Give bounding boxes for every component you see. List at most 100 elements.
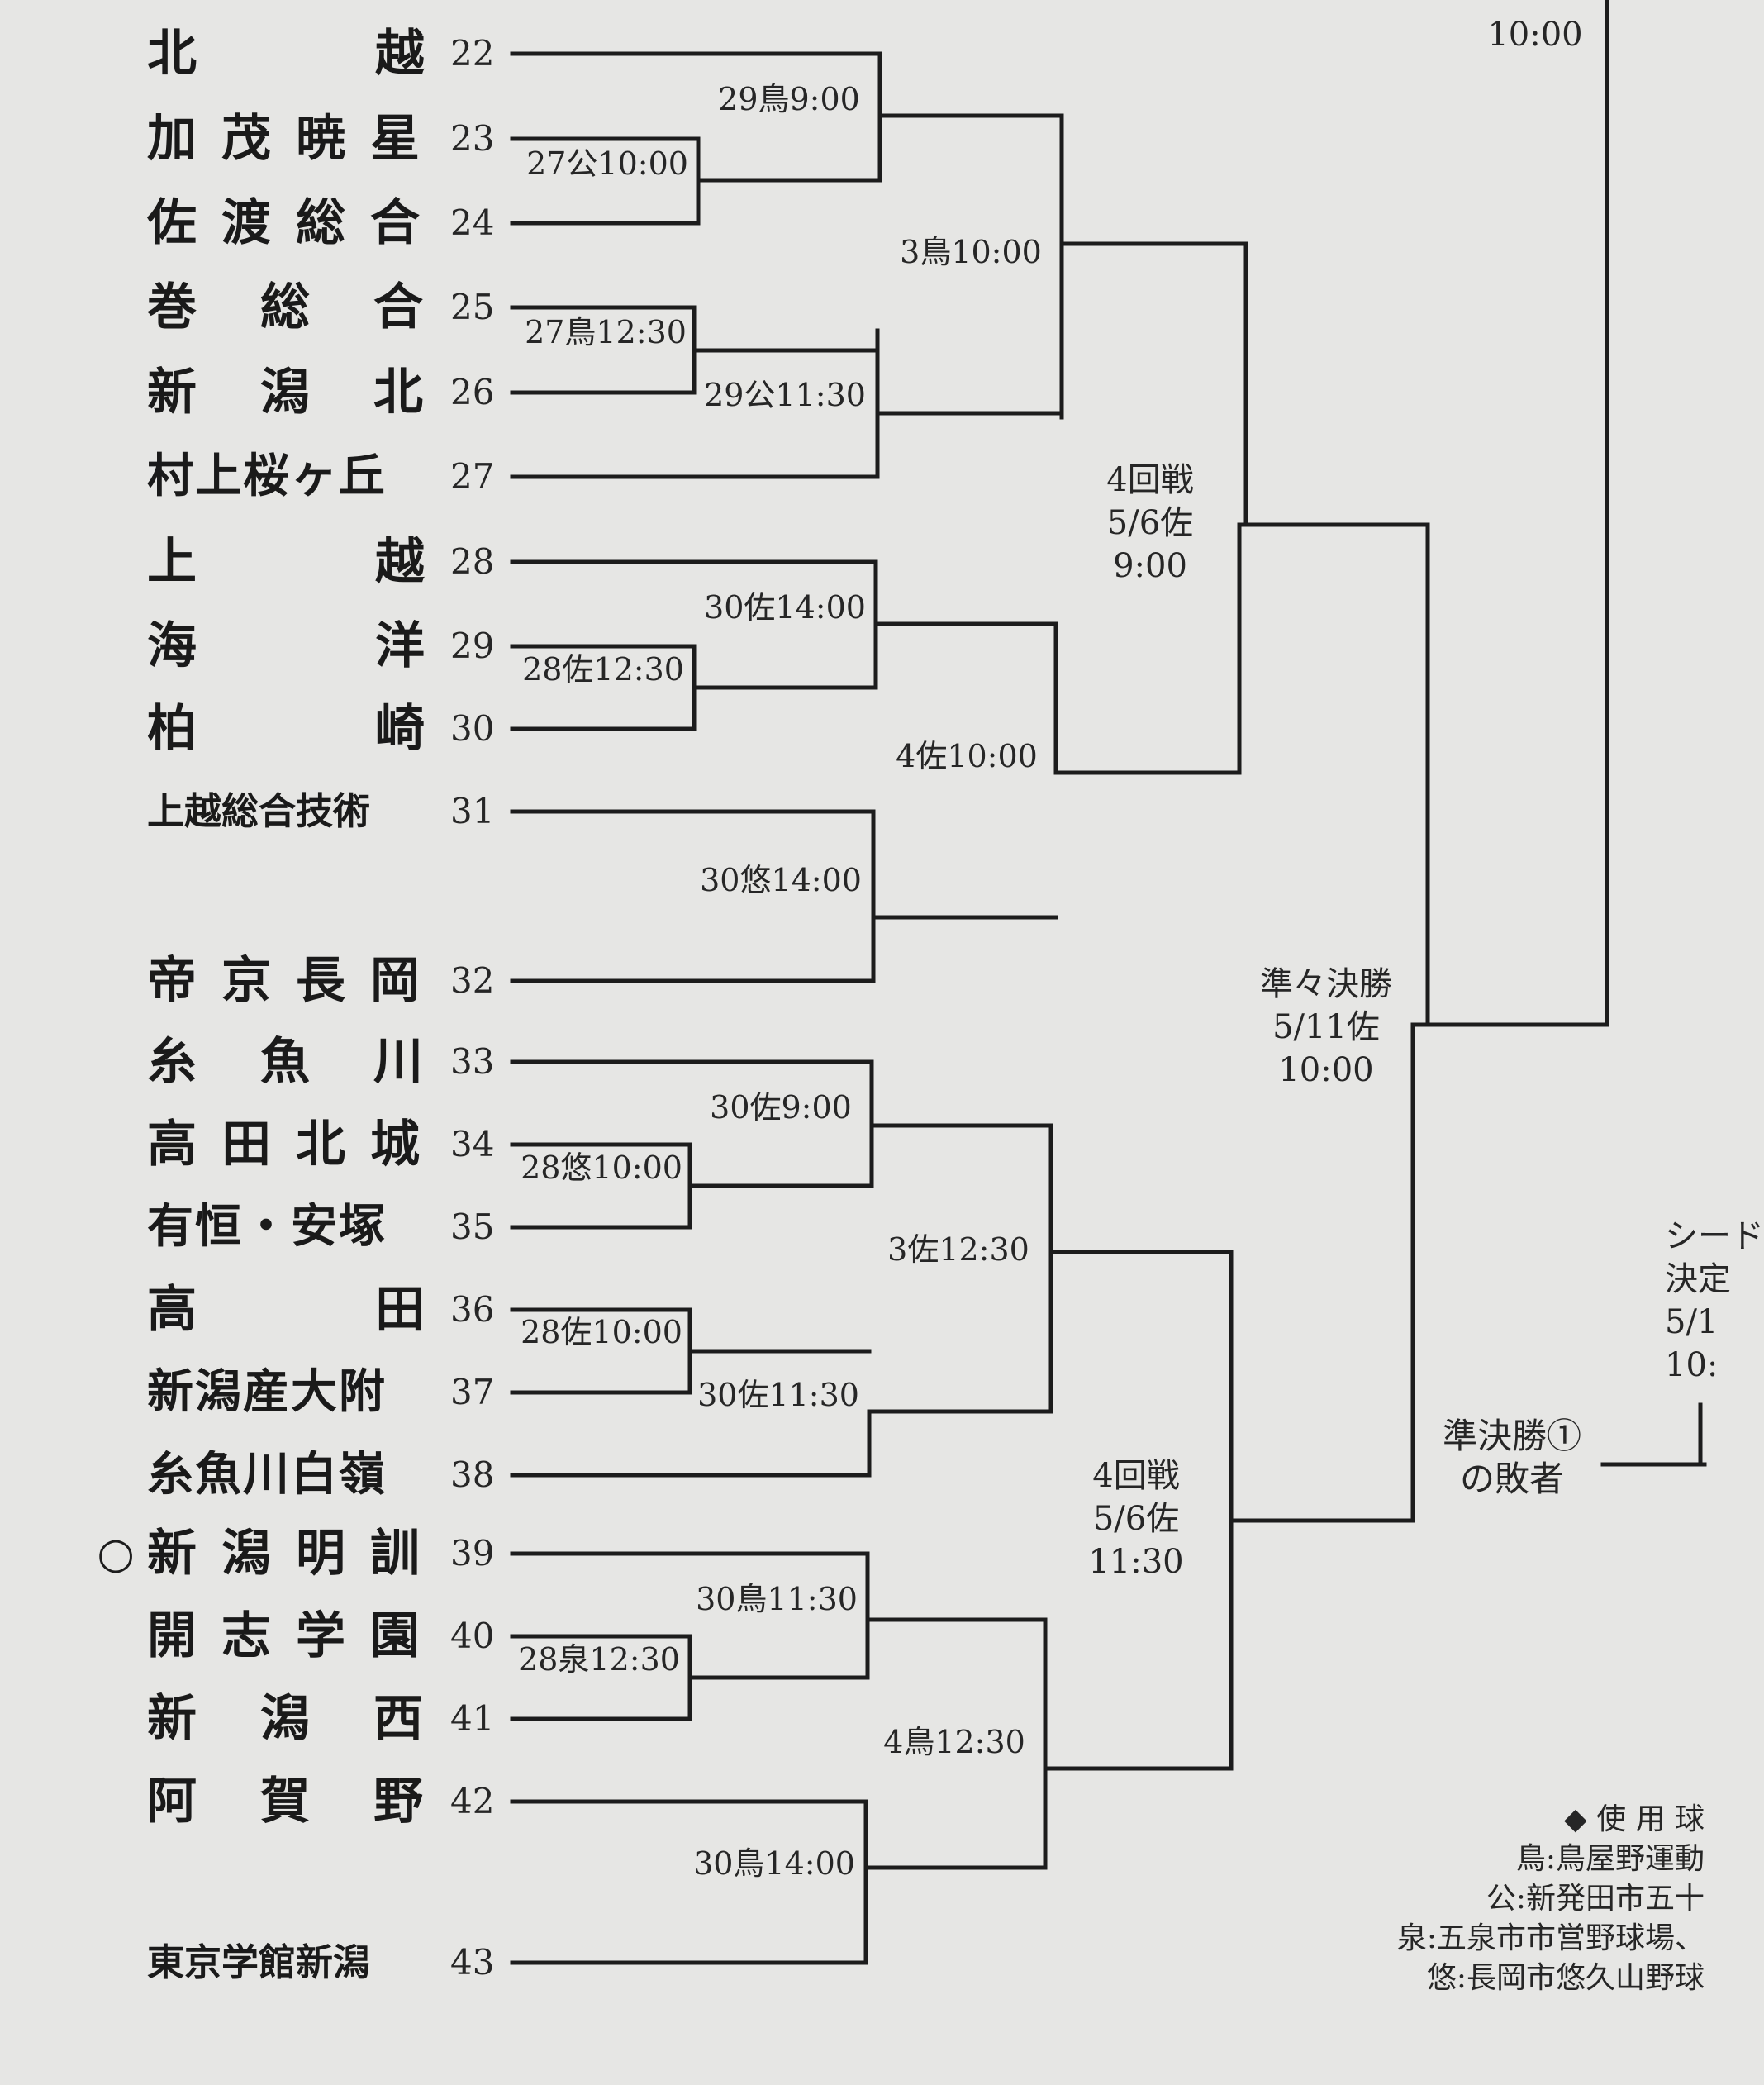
team-name-text: 糸魚川 [147,1033,487,1091]
team-seed: 31 [450,791,495,831]
match-label: 29公11:30 [704,377,866,413]
bracket-line [510,1059,874,1188]
team-name-text: 柏崎 [147,700,603,758]
team-seed: 40 [450,1616,495,1656]
team-seed: 32 [450,960,495,1001]
match-label: 27鳥12:30 [525,314,687,350]
bracket-line [1053,522,1242,775]
team-name-text: 村上桜ヶ丘 [147,450,387,503]
team-seed: 39 [450,1533,495,1573]
bracket-line [510,328,880,479]
round-label-top-cut: 10:00 [1487,16,1583,54]
team-name: 開志学園 [147,1607,428,1665]
team-name: 新潟西 [147,1690,428,1748]
team-name: 高田北城 [147,1116,428,1173]
team-name: 東京学館新潟 [147,1934,428,1992]
team-seed: 25 [450,287,495,327]
team-name-text: 阿賀野 [147,1773,487,1830]
team-seed: 29 [450,626,495,666]
match-label: 28悠10:00 [521,1150,682,1186]
team-name: 糸魚川 [147,1033,428,1091]
team-seed: 28 [450,541,495,582]
team-name: 加茂暁星 [147,110,428,168]
bracket-line [867,1250,1053,1414]
match-label: 30佐11:30 [697,1377,859,1413]
bracket-line [510,1617,870,1721]
bracket-line [510,915,1058,983]
bracket-line [1237,522,1430,1027]
match-label: 30悠14:00 [700,862,862,898]
legend-line: 悠:長岡市悠久山野球 [1426,1961,1705,1995]
team-seed: 34 [450,1124,495,1164]
team-name-text: 巻総合 [147,278,487,336]
bracket-line [873,621,1058,775]
bracket-line [510,136,701,183]
bracket-line [1043,1518,1234,1771]
team-name-text: 上越 [147,533,603,591]
bracket-line [510,621,878,731]
match-label: 27公10:00 [526,145,688,182]
team-name: 上越 [147,533,428,591]
team-name-text: 帝京長岡 [147,952,445,1010]
bracket-line [510,559,878,626]
team-seed: 33 [450,1041,495,1082]
bracket-line [510,178,882,226]
team-name: 柏崎 [147,700,428,758]
team-seed: 26 [450,372,495,412]
legend-heading: ◆ 使 用 球 [1563,1802,1705,1836]
team-name: 帝京長岡 [147,952,428,1010]
team-name: 糸魚川白嶺 [147,1446,428,1504]
legend-line: 泉:五泉市市営野球場、 [1396,1921,1705,1955]
team-name: 阿賀野 [147,1773,428,1830]
bracket-line [875,241,1248,527]
bracket-line [510,1799,868,1870]
seeded-team-mark: ○ [97,1529,135,1578]
bracket-line [510,1634,692,1680]
team-name-text: 新潟西 [147,1690,487,1748]
team-name-text: 北越 [147,25,603,83]
bracket-page: { "teams": [ {"name": "北越", "seed": "22"… [97,0,1764,1998]
team-name: 海洋 [147,617,428,675]
team-name: 村上桜ヶ丘 [147,448,428,506]
team-name: 有恒・安塚 [147,1198,428,1256]
team-name-text: 佐渡総合 [147,194,445,252]
match-label: 3鳥10:00 [900,234,1042,270]
team-seed: 37 [450,1372,495,1412]
team-name-text: 新潟明訓 [147,1525,445,1583]
match-label: 28佐10:00 [521,1314,682,1350]
team-name: 巻総合 [147,278,428,336]
bracket-line [510,1142,692,1188]
bracket-line [865,1617,1048,1771]
team-seed: 22 [450,33,495,74]
bracket-line [877,113,1064,420]
team-seed: 36 [450,1289,495,1330]
bracket-line [510,1551,870,1622]
bracket-line [510,809,876,920]
match-label: 3佐12:30 [887,1231,1029,1268]
match-label: 4鳥12:30 [883,1724,1025,1760]
bracket-line [869,1123,1053,1254]
team-name-text: 加茂暁星 [147,110,445,168]
bracket-line [510,1349,872,1395]
team-name-text: 東京学館新潟 [147,1940,371,1984]
match-label: 29鳥9:00 [718,81,860,117]
team-name-text: 糸魚川白嶺 [147,1448,387,1502]
team-seed: 27 [450,456,495,497]
legend-line: 鳥:鳥屋野運動 [1515,1842,1705,1876]
match-label: 30鳥14:00 [693,1845,855,1882]
match-label: 30佐14:00 [704,589,866,626]
bracket-line [510,1307,692,1354]
team-name-text: 新潟産大附 [147,1365,387,1419]
bracket-line [510,1766,1048,1965]
bracket-line [510,51,882,183]
bracket-line [1048,1250,1234,1523]
team-name-text: 高田北城 [147,1116,445,1173]
bracket-line [510,1411,872,1478]
team-name-text: 新潟北 [147,364,487,421]
venue-legend: ◆ 使 用 球 鳥:鳥屋野運動 公:新発田市五十 泉:五泉市市営野球場、 悠:長… [1334,1800,1705,1998]
